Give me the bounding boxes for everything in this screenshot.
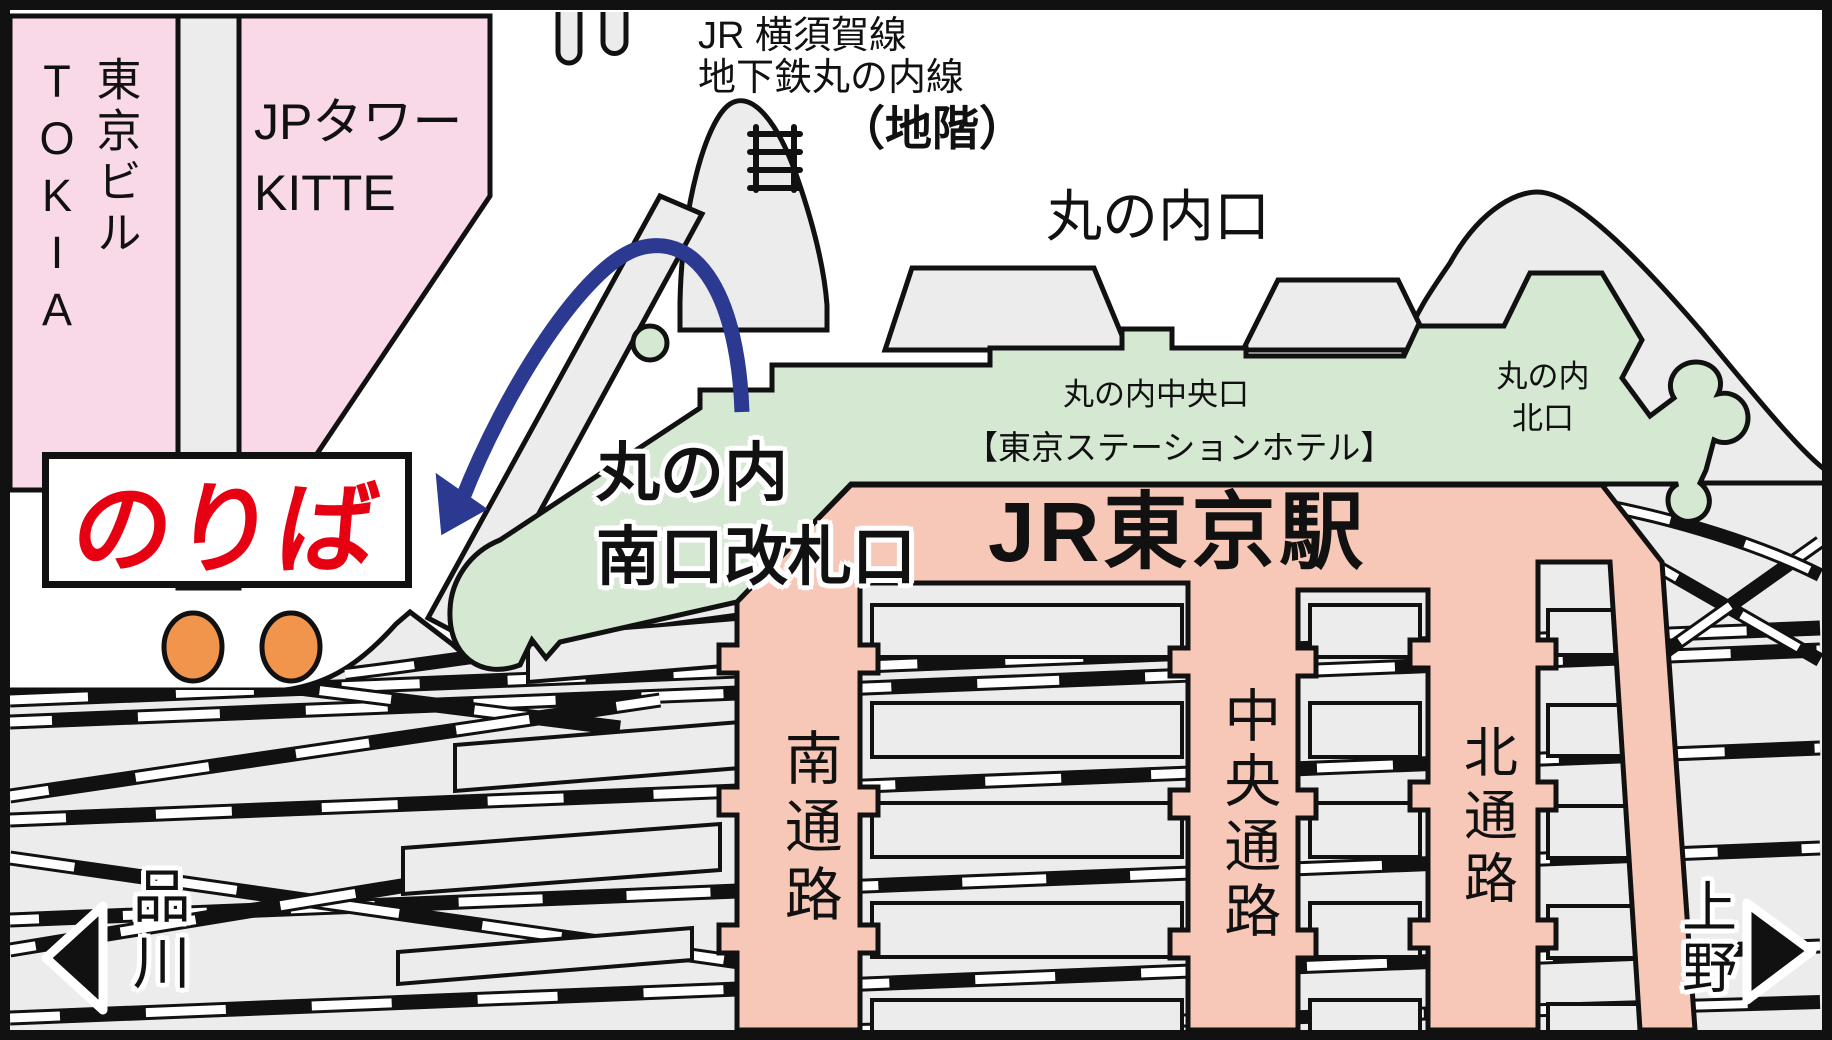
boarding-area-label: のりば — [65, 473, 386, 586]
route-arrow-icon — [455, 238, 750, 503]
marunouchi-north-exit-label-line1: 丸の内 — [1496, 359, 1590, 394]
plaza-roof-right — [1238, 277, 1436, 353]
station-hotel-label: 【東京ステーションホテル】 — [965, 429, 1394, 466]
south-gate-label-line2: 南口改札口 — [596, 521, 916, 593]
jp-tower-label-line2: KITTE — [254, 165, 396, 221]
platform — [870, 701, 1184, 759]
jp-tower-building — [236, 13, 493, 579]
stairs-icon — [747, 124, 803, 193]
left-arrow-icon — [41, 901, 108, 1015]
route-arrowhead-icon — [435, 472, 488, 536]
marunouchi-exit-label: 丸の内口 — [1046, 185, 1270, 248]
jr-tokyo-station-label: JR東京駅 — [988, 485, 1368, 579]
jr-yokosuka-line-label: JR 横須賀線 — [698, 15, 908, 57]
platform — [1308, 701, 1422, 759]
plaza-roof-left — [881, 265, 1132, 353]
direction-ueno-label: 上野 — [1673, 878, 1736, 1000]
platform — [1308, 801, 1422, 859]
platform — [870, 901, 1184, 959]
north-passage-label: 北通路 — [1455, 724, 1516, 913]
tokia-building-label-en: TOKIA — [31, 56, 83, 341]
tokia-building-label-jp: 東京ビル — [89, 56, 141, 260]
south-gate-label-line1: 丸の内 — [596, 437, 788, 509]
platform — [396, 925, 694, 987]
south-passage-label: 南通路 — [775, 728, 841, 932]
tokia-building — [7, 13, 181, 493]
station-building-green — [447, 270, 1751, 672]
basement-label: （地階） — [838, 102, 1026, 155]
platform — [870, 603, 1184, 659]
platform — [401, 821, 722, 897]
platform — [1546, 904, 1642, 960]
direction-shinagawa-label: 品川 — [123, 866, 189, 998]
marunouchi-north-exit-label-line2: 北口 — [1512, 401, 1574, 436]
station-building-bump — [630, 323, 670, 363]
platform — [870, 801, 1184, 859]
south-dome — [677, 98, 830, 333]
underground-entrance-icon — [555, 12, 583, 66]
track — [1600, 498, 1824, 582]
subway-marunouchi-line-label: 地下鉄丸の内線 — [698, 57, 965, 99]
platform — [1308, 901, 1422, 959]
platform — [1308, 603, 1422, 659]
right-arrow-icon — [1742, 898, 1817, 1005]
underground-entrance-icon — [600, 12, 629, 56]
marunouchi-central-exit-label: 丸の内中央口 — [1063, 377, 1249, 412]
boarding-dot-icon — [161, 610, 225, 684]
central-passage-label: 中央通路 — [1215, 686, 1280, 946]
jp-tower-label-line1: JPタワー — [254, 94, 463, 150]
boarding-area-sign: のりば — [42, 452, 412, 588]
platforms-group — [396, 603, 1642, 1036]
track — [8, 692, 662, 804]
boarding-dot-icon — [259, 610, 323, 684]
